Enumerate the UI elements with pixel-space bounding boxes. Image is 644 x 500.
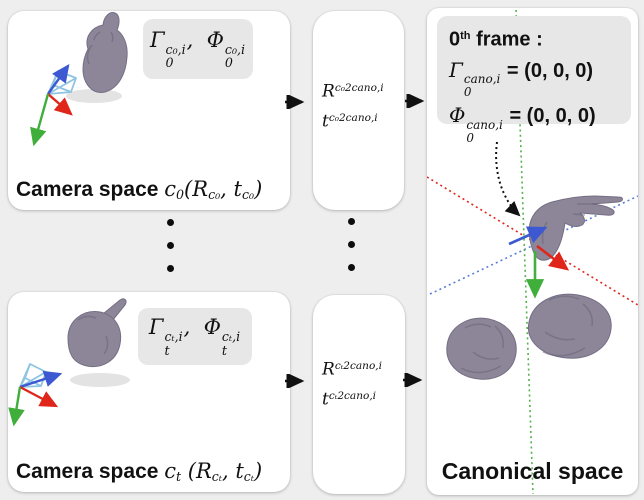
y-axis-arrow [30, 93, 50, 147]
curved-dashed-arrow-icon [495, 141, 521, 217]
z-axis-arrow [508, 226, 548, 246]
z-axis-arrow [47, 64, 70, 95]
x-axis-arrow [19, 385, 59, 408]
rotation-term: Rc₀2cano,i [322, 81, 384, 102]
right-arrow-icon [285, 374, 305, 388]
hand-shadow [70, 373, 130, 387]
vertical-ellipsis-icon [167, 219, 174, 272]
fist-hand-mesh-left [446, 317, 517, 380]
canonical-space-illustration [427, 9, 638, 495]
right-arrow-icon [403, 373, 423, 387]
z-axis-arrow [19, 370, 63, 389]
camera-space-t-illustration [8, 298, 130, 427]
dot [348, 241, 355, 248]
dot [167, 242, 174, 249]
dot [167, 265, 174, 272]
flat-pointing-hand-mesh [528, 195, 623, 261]
canonical-space-title: Canonical space [441, 458, 624, 484]
camera-frustum-axes-icon [30, 64, 77, 147]
pointing-hand-mesh [67, 298, 127, 368]
fist-hand-mesh-right [527, 293, 612, 359]
transform-t-text: Rcₜ2cano,i tcₜ2cano,i [322, 353, 382, 414]
dot [348, 218, 355, 225]
rotation-term: Rcₜ2cano,i [322, 359, 383, 380]
x-axis-arrow [47, 93, 73, 116]
transform-0-box: Rc₀2cano,i tc₀2cano,i [313, 11, 404, 210]
thumbs-up-hand-mesh [82, 12, 128, 93]
hand-shadow [66, 89, 122, 103]
camera-space-0-illustration [30, 12, 128, 147]
y-axis-arrow [8, 386, 25, 427]
frame-note: 0th frame : [449, 28, 543, 51]
dot [348, 264, 355, 271]
transform-t-box: Rcₜ2cano,i tcₜ2cano,i [313, 295, 405, 494]
dot [167, 219, 174, 226]
camera-frustum-axes-icon [8, 363, 63, 427]
translation-term: tcₜ2cano,i [322, 389, 377, 410]
translation-term: tc₀2cano,i [322, 111, 378, 132]
right-arrow-icon [405, 94, 425, 108]
right-arrow-icon [285, 95, 305, 109]
transform-0-text: Rc₀2cano,i tc₀2cano,i [322, 75, 384, 136]
vertical-ellipsis-icon [348, 218, 355, 271]
x-axis-arrow [536, 244, 570, 271]
camera-space-0-title: Camera space c0(Rc₀, tc₀) [16, 176, 263, 202]
camera-space-t-title: Camera space ct (Rcₜ, tcₜ) [16, 458, 263, 484]
